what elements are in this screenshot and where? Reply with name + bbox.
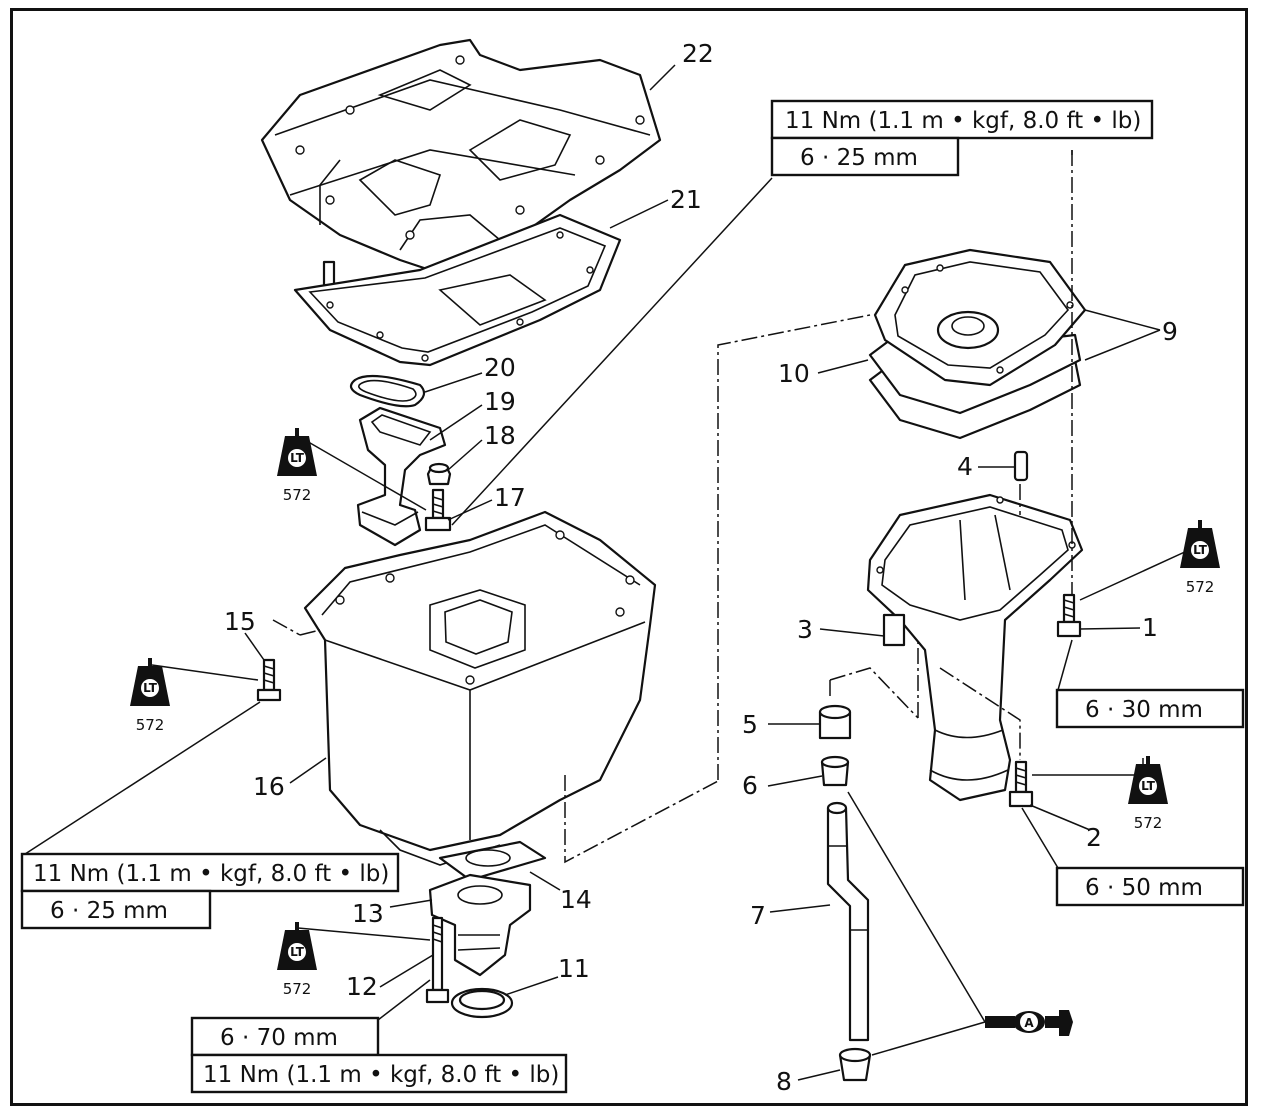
part-4-dowel-pin <box>1013 450 1029 482</box>
part-20-o-ring <box>349 374 426 408</box>
spec-box-bolt-1: 6 · 30 mm <box>1055 688 1245 729</box>
label-3: 3 <box>797 615 813 644</box>
spec-box-top: 11 Nm (1.1 m • kgf, 8.0 ft • lb) 6 · 25 … <box>770 99 1154 177</box>
part-14-gasket <box>438 840 547 882</box>
locktite-icon-5: LT 572 <box>1128 756 1168 832</box>
label-8: 8 <box>776 1067 792 1096</box>
label-21: 21 <box>670 185 702 214</box>
part-8-grommet <box>838 1047 872 1082</box>
label-7: 7 <box>750 901 766 930</box>
torque-spec-text: 11 Nm (1.1 m • kgf, 8.0 ft • lb) <box>203 1062 559 1088</box>
label-4: 4 <box>957 452 973 481</box>
lt-code: 572 <box>1186 578 1215 596</box>
label-16: 16 <box>253 772 285 801</box>
label-5: 5 <box>742 710 758 739</box>
part-5-bushing <box>818 704 852 740</box>
part-19-oil-strainer <box>356 406 447 547</box>
lt-label: LT <box>1193 543 1208 557</box>
bolt-15-size: 6 · 25 mm <box>50 898 168 924</box>
label-1: 1 <box>1142 613 1158 642</box>
exhaust-guide <box>866 493 1084 802</box>
locktite-icon-1: LT 572 <box>277 428 317 504</box>
part-22-upper-casing <box>260 38 662 290</box>
grease-label: A <box>1024 1016 1034 1030</box>
label-20: 20 <box>484 353 516 382</box>
label-14: 14 <box>560 885 592 914</box>
bolt-2-size: 6 · 50 mm <box>1085 875 1203 901</box>
assembly-lines <box>272 150 1073 864</box>
part-labels: 22 21 20 19 18 17 15 16 14 13 11 12 9 10… <box>224 39 1178 1096</box>
part-3-pipe <box>882 613 906 647</box>
part-2-bolt <box>1008 760 1034 808</box>
label-11: 11 <box>558 954 590 983</box>
locktite-icon-3: LT 572 <box>277 922 317 998</box>
locktite-icon-4: LT 572 <box>1180 520 1220 596</box>
lt-label: LT <box>290 451 305 465</box>
label-17: 17 <box>494 483 526 512</box>
part-1-bolt <box>1056 593 1082 638</box>
locktite-icon-2: LT 572 <box>130 658 170 734</box>
lt-code: 572 <box>283 486 312 504</box>
lt-code: 572 <box>283 980 312 998</box>
part-7-dipstick-guide <box>826 801 870 1042</box>
label-9: 9 <box>1162 317 1178 346</box>
bolt-1-size: 6 · 30 mm <box>1085 697 1203 723</box>
label-22: 22 <box>682 39 714 68</box>
bolt-17-size: 6 · 25 mm <box>800 145 918 171</box>
label-2: 2 <box>1086 823 1102 852</box>
part-21-gasket <box>293 213 622 367</box>
bolt-12-size: 6 · 70 mm <box>220 1025 338 1051</box>
spec-box-bottom: 6 · 70 mm 11 Nm (1.1 m • kgf, 8.0 ft • l… <box>190 1016 568 1094</box>
label-13: 13 <box>352 899 384 928</box>
lt-code: 572 <box>136 716 165 734</box>
label-19: 19 <box>484 387 516 416</box>
label-12: 12 <box>346 972 378 1001</box>
lt-label: LT <box>290 945 305 959</box>
label-15: 15 <box>224 607 256 636</box>
part-15-bolt <box>256 658 282 702</box>
part-11-seal <box>450 987 514 1019</box>
lt-label: LT <box>1141 779 1156 793</box>
diagram-frame <box>10 8 1248 1106</box>
spec-box-bolt-2: 6 · 50 mm <box>1055 866 1245 907</box>
lt-label: LT <box>143 681 158 695</box>
part-10-plate <box>873 248 1087 387</box>
lt-code: 572 <box>1134 814 1163 832</box>
label-10: 10 <box>778 359 810 388</box>
torque-spec-text: 11 Nm (1.1 m • kgf, 8.0 ft • lb) <box>33 861 389 887</box>
grease-icon: A <box>985 1010 1073 1036</box>
part-12-bolt <box>425 916 450 1004</box>
label-6: 6 <box>742 771 758 800</box>
spec-box-left: 11 Nm (1.1 m • kgf, 8.0 ft • lb) 6 · 25 … <box>20 852 400 930</box>
part-16-oil-pan <box>303 510 657 866</box>
part-13-pump-cover <box>428 873 532 977</box>
label-18: 18 <box>484 421 516 450</box>
torque-spec-text: 11 Nm (1.1 m • kgf, 8.0 ft • lb) <box>785 108 1141 134</box>
part-6-grommet <box>820 755 850 787</box>
part-18-grommet <box>426 462 452 486</box>
part-17-bolt <box>424 488 452 532</box>
